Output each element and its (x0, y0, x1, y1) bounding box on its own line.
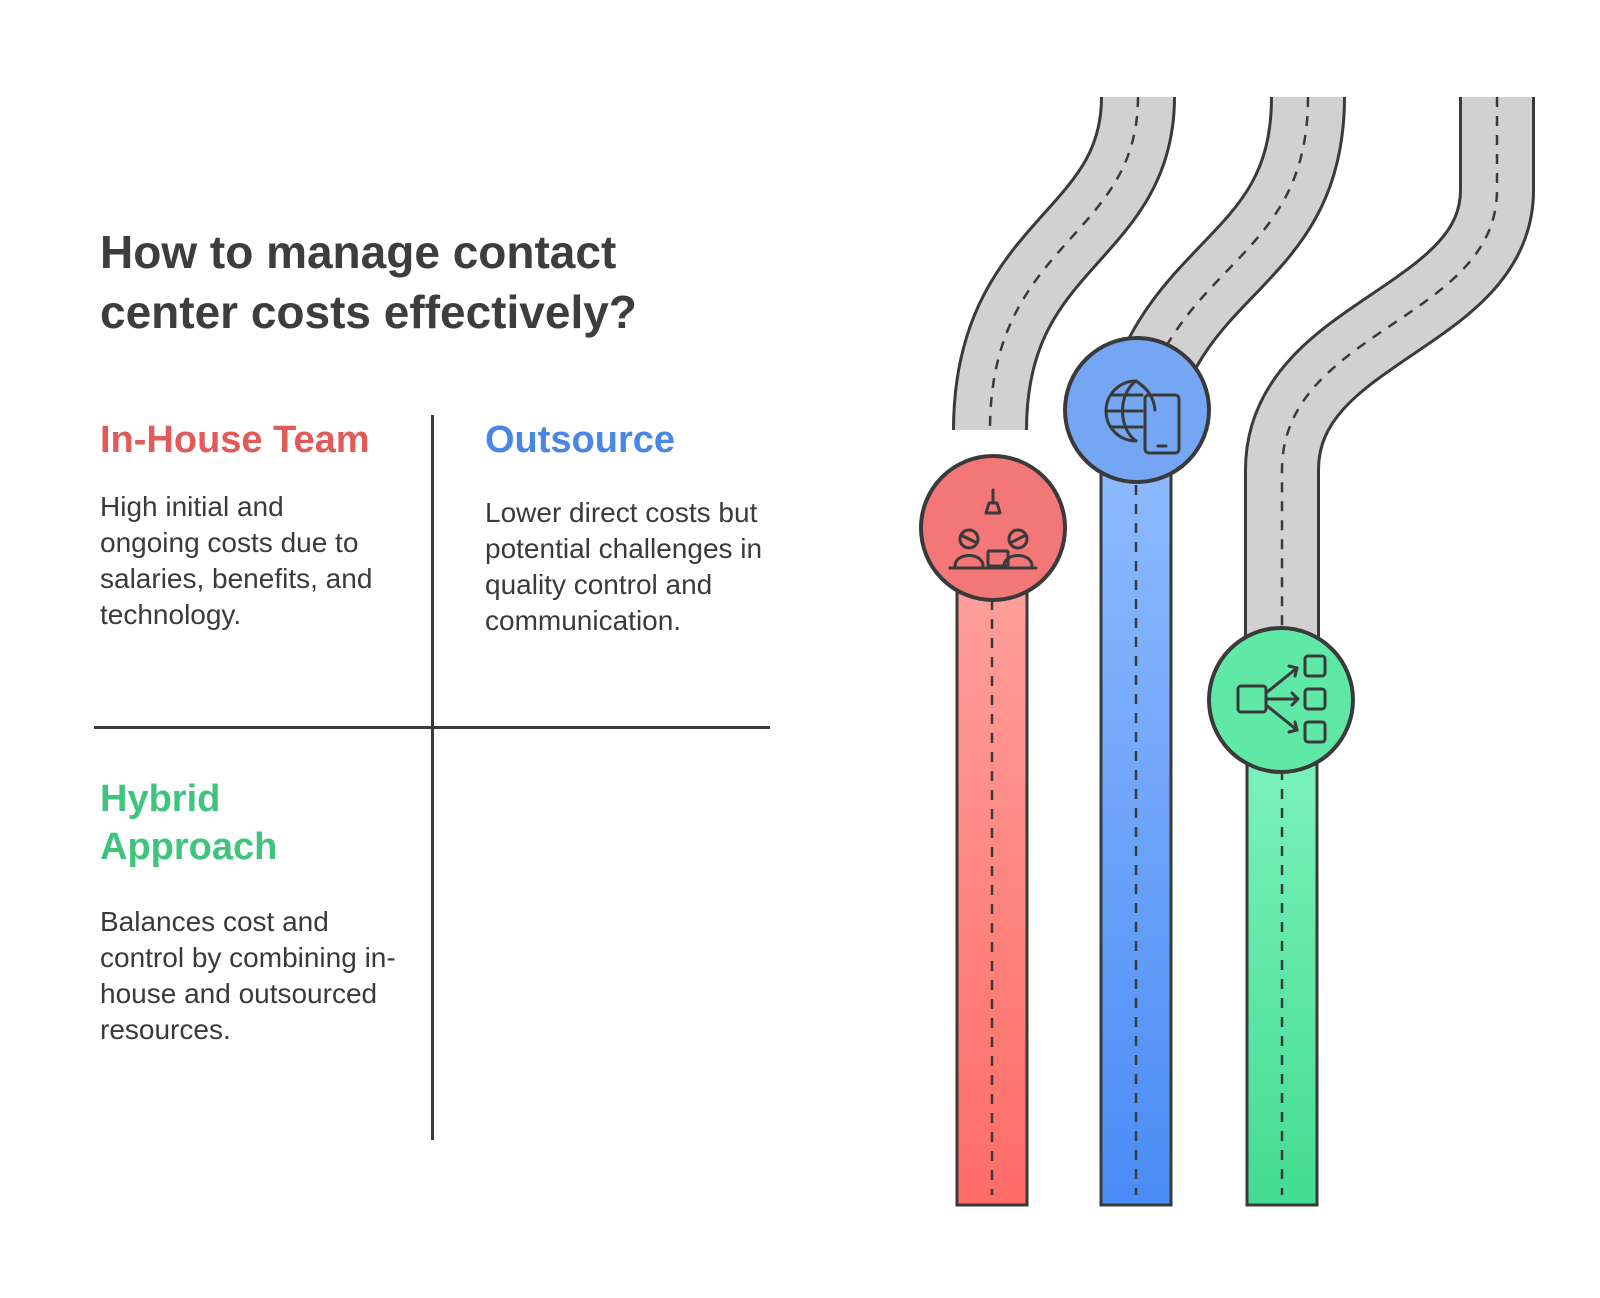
outsource-description: Lower direct costs but potential challen… (485, 497, 763, 636)
hybrid-approach-title: Hybrid Approach (100, 778, 278, 868)
inhouse-team-description: High initial and ongoing costs due to sa… (100, 491, 373, 630)
page-title: How to manage contact center costs effec… (100, 226, 637, 338)
hybrid-approach-description: Balances cost and control by combining i… (100, 906, 396, 1045)
distribution-icon (1207, 626, 1355, 774)
inhouse-road (952, 95, 1176, 1207)
globe-mobile-icon (1063, 336, 1211, 484)
team-workspace-icon (919, 454, 1067, 602)
quadrant-horizontal-divider (94, 726, 770, 729)
inhouse-team-title: In-House Team (100, 419, 370, 461)
hybrid-road (1244, 97, 1535, 1207)
quadrant-vertical-divider (431, 415, 434, 1140)
outsource-title: Outsource (485, 419, 676, 461)
